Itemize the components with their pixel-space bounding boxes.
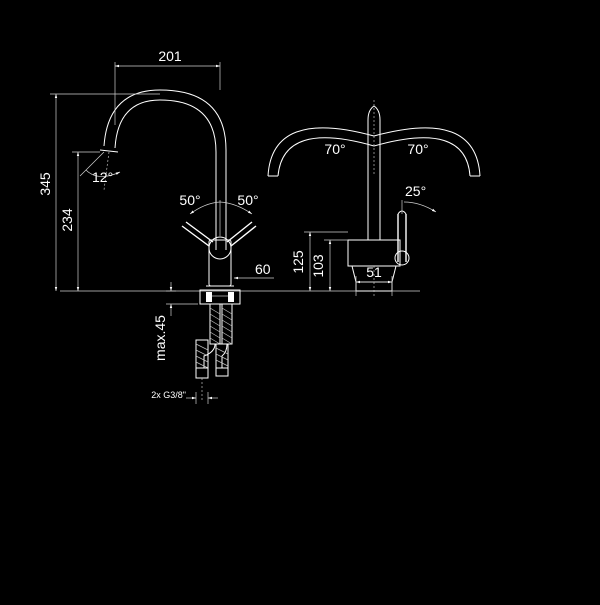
spout-outer — [103, 89, 227, 250]
dim-handle-angle-left: 50° — [179, 192, 200, 208]
dim-body-height: 125 — [290, 250, 306, 274]
side-body — [347, 239, 401, 267]
supply-hoses — [195, 303, 233, 402]
front-view: 201 345 234 12° 50° 50° 60 max.45 2x — [37, 48, 300, 404]
dim-total-height: 345 — [37, 172, 53, 196]
swivel-arc-right-outer — [373, 127, 481, 177]
dim-spout-height: 234 — [59, 208, 75, 232]
dim-swivel-right: 70° — [407, 141, 428, 157]
dim-handle-offset: 60 — [255, 261, 271, 277]
body — [208, 239, 232, 287]
dim-swivel-left: 70° — [324, 141, 345, 157]
dim-connection: 2x G3/8" — [151, 390, 186, 400]
dim-handle-angle-right: 50° — [237, 192, 258, 208]
dim-max-thickness: max.45 — [152, 315, 168, 361]
dim-body-height-inner: 103 — [310, 254, 326, 278]
swivel-arc-left-inner — [277, 137, 375, 177]
dim-spout-reach: 201 — [158, 48, 182, 64]
dim-lever-angle: 25° — [405, 183, 426, 199]
handle-hub — [208, 236, 232, 260]
swivel-arc-left-outer — [267, 127, 375, 177]
dim-base-diameter: 51 — [366, 264, 382, 280]
spout-inner — [114, 99, 217, 250]
dim-spout-angle: 12° — [92, 169, 113, 185]
swivel-arc-right-inner — [373, 137, 471, 177]
side-view: 70° 70° 25° 125 103 51 — [267, 100, 481, 296]
